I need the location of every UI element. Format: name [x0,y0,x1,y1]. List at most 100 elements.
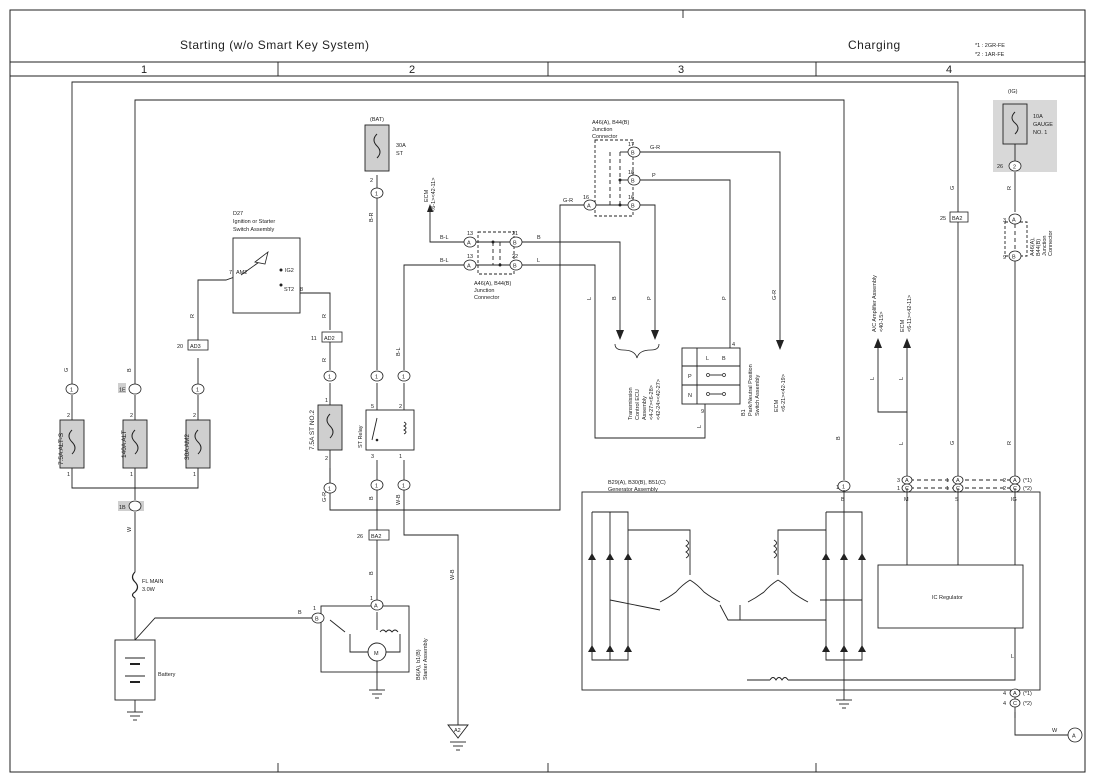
svg-text:4: 4 [1003,701,1006,707]
svg-text:21: 21 [512,231,518,237]
svg-text:(*2): (*2) [1023,486,1032,492]
svg-text:Control ECU: Control ECU [635,389,641,420]
wire-bl-ecm [429,210,470,243]
wire-b-output [134,99,845,480]
column-1: 1 [141,64,147,76]
svg-text:2: 2 [67,413,70,419]
pin-b-mid-2: B [509,259,523,271]
svg-text:A2: A2 [454,728,461,734]
ic-regulator-label: IC Regulator [932,595,963,601]
svg-text:2: 2 [193,413,196,419]
svg-text:G: G [64,368,70,372]
offpage-connector-a [1067,727,1083,743]
fuse-gauge [993,100,1057,172]
svg-text:BA2: BA2 [371,534,381,540]
svg-text:L: L [899,377,905,380]
svg-text:<40-15>: <40-15> [879,312,885,333]
column-2: 2 [409,64,415,76]
fuse-st-bat: (BAT) [370,117,384,123]
svg-text:Switch Assembly: Switch Assembly [233,227,275,233]
fuse-st-no2 [317,404,343,451]
svg-text:GAUGE: GAUGE [1033,122,1053,128]
svg-text:1: 1 [70,388,73,394]
svg-text:Park/Neutral Position: Park/Neutral Position [748,364,754,416]
svg-text:NO. 1: NO. 1 [1033,130,1047,136]
pin-1-st2: 1 [323,370,337,382]
svg-text:R: R [1007,186,1013,190]
svg-text:Connector: Connector [1048,230,1054,256]
starter-motor: M [374,651,379,657]
wire-l-ecm-ac [877,348,908,413]
ic-regulator [877,488,1024,629]
svg-text:B29(A), B30(B), B51(C): B29(A), B30(B), B51(C) [608,480,666,486]
svg-text:ECM: ECM [774,399,780,412]
pin-a-top-16: A [583,199,597,211]
svg-text:1: 1 [67,472,70,478]
d27-id: D27 [233,211,243,217]
svg-text:L: L [587,297,593,300]
svg-text:13: 13 [467,254,473,260]
pin-1-gen-b: 1 [837,480,851,492]
svg-text:B: B [631,204,635,210]
column-3: 3 [678,64,684,76]
svg-text:1: 1 [836,485,839,491]
ignition-switch-d27 [232,237,301,314]
svg-text:Connector: Connector [474,295,500,301]
svg-text:10A: 10A [1033,114,1043,120]
fuse-am2-label: 30A AM2 [184,434,191,460]
fuse-140a-label: 140A ALT [121,430,128,458]
svg-text:IG: IG [1011,497,1017,503]
svg-text:2: 2 [370,178,373,184]
svg-text:A: A [587,204,591,210]
svg-text:20: 20 [177,344,183,350]
wire-bl-lower [403,264,470,370]
svg-text:B-L: B-L [440,235,449,241]
pin-b-mid-1: B [509,236,523,248]
ground-a2 [447,724,469,751]
tcm-arrows [614,330,660,359]
svg-text:W-B: W-B [450,569,456,580]
svg-text:A: A [1013,691,1017,697]
svg-text:R: R [322,358,328,362]
wire-wb [403,490,459,725]
svg-text:(*1): (*1) [1023,691,1032,697]
svg-text:1: 1 [130,472,133,478]
svg-text:M: M [904,497,909,503]
wire-b-tcm [521,241,621,330]
ground-icon [369,689,385,699]
svg-text:1: 1 [946,478,949,484]
svg-text:L: L [1011,654,1014,660]
svg-text:W: W [127,526,133,532]
svg-text:L: L [899,442,905,445]
svg-text:8: 8 [300,287,303,293]
pin-1-relay-a: 1 [370,370,384,382]
starting-title: Starting (w/o Smart Key System) [180,38,370,52]
svg-text:13: 13 [467,231,473,237]
svg-text:<4-27><6-28>: <4-27><6-28> [649,385,655,420]
st-relay-label: ST Relay [358,425,364,448]
svg-text:B6(A), b1(B): B6(A), b1(B) [416,649,422,680]
svg-text:B: B [369,496,375,500]
svg-text:Junction: Junction [592,127,613,133]
svg-text:26: 26 [997,164,1003,170]
svg-text:B: B [1012,255,1016,261]
svg-text:Starter Assembly: Starter Assembly [423,638,429,680]
ground-icon [127,711,143,721]
pin-1-relay-d: 1 [397,479,411,491]
svg-text:G-R: G-R [563,198,573,204]
connector-ad2: AD2 11 [311,331,343,343]
fuse-alt-s-label: 7.5A ALT-S [58,432,65,465]
svg-text:30A: 30A [396,143,406,149]
ecm-a-arrow [427,204,433,212]
wire-w-out [1014,712,1068,736]
svg-text:ST2: ST2 [284,287,294,293]
svg-text:4: 4 [1003,691,1006,697]
fuse-st-no2-label: 7.5A ST NO.2 [309,410,316,450]
svg-text:1: 1 [196,388,199,394]
wire-g-sense [71,81,959,385]
svg-text:3: 3 [1003,218,1006,224]
svg-text:1: 1 [402,375,405,381]
svg-text:B: B [315,617,319,623]
svg-text:ST: ST [396,151,404,157]
rectifier-diodes [588,490,866,700]
